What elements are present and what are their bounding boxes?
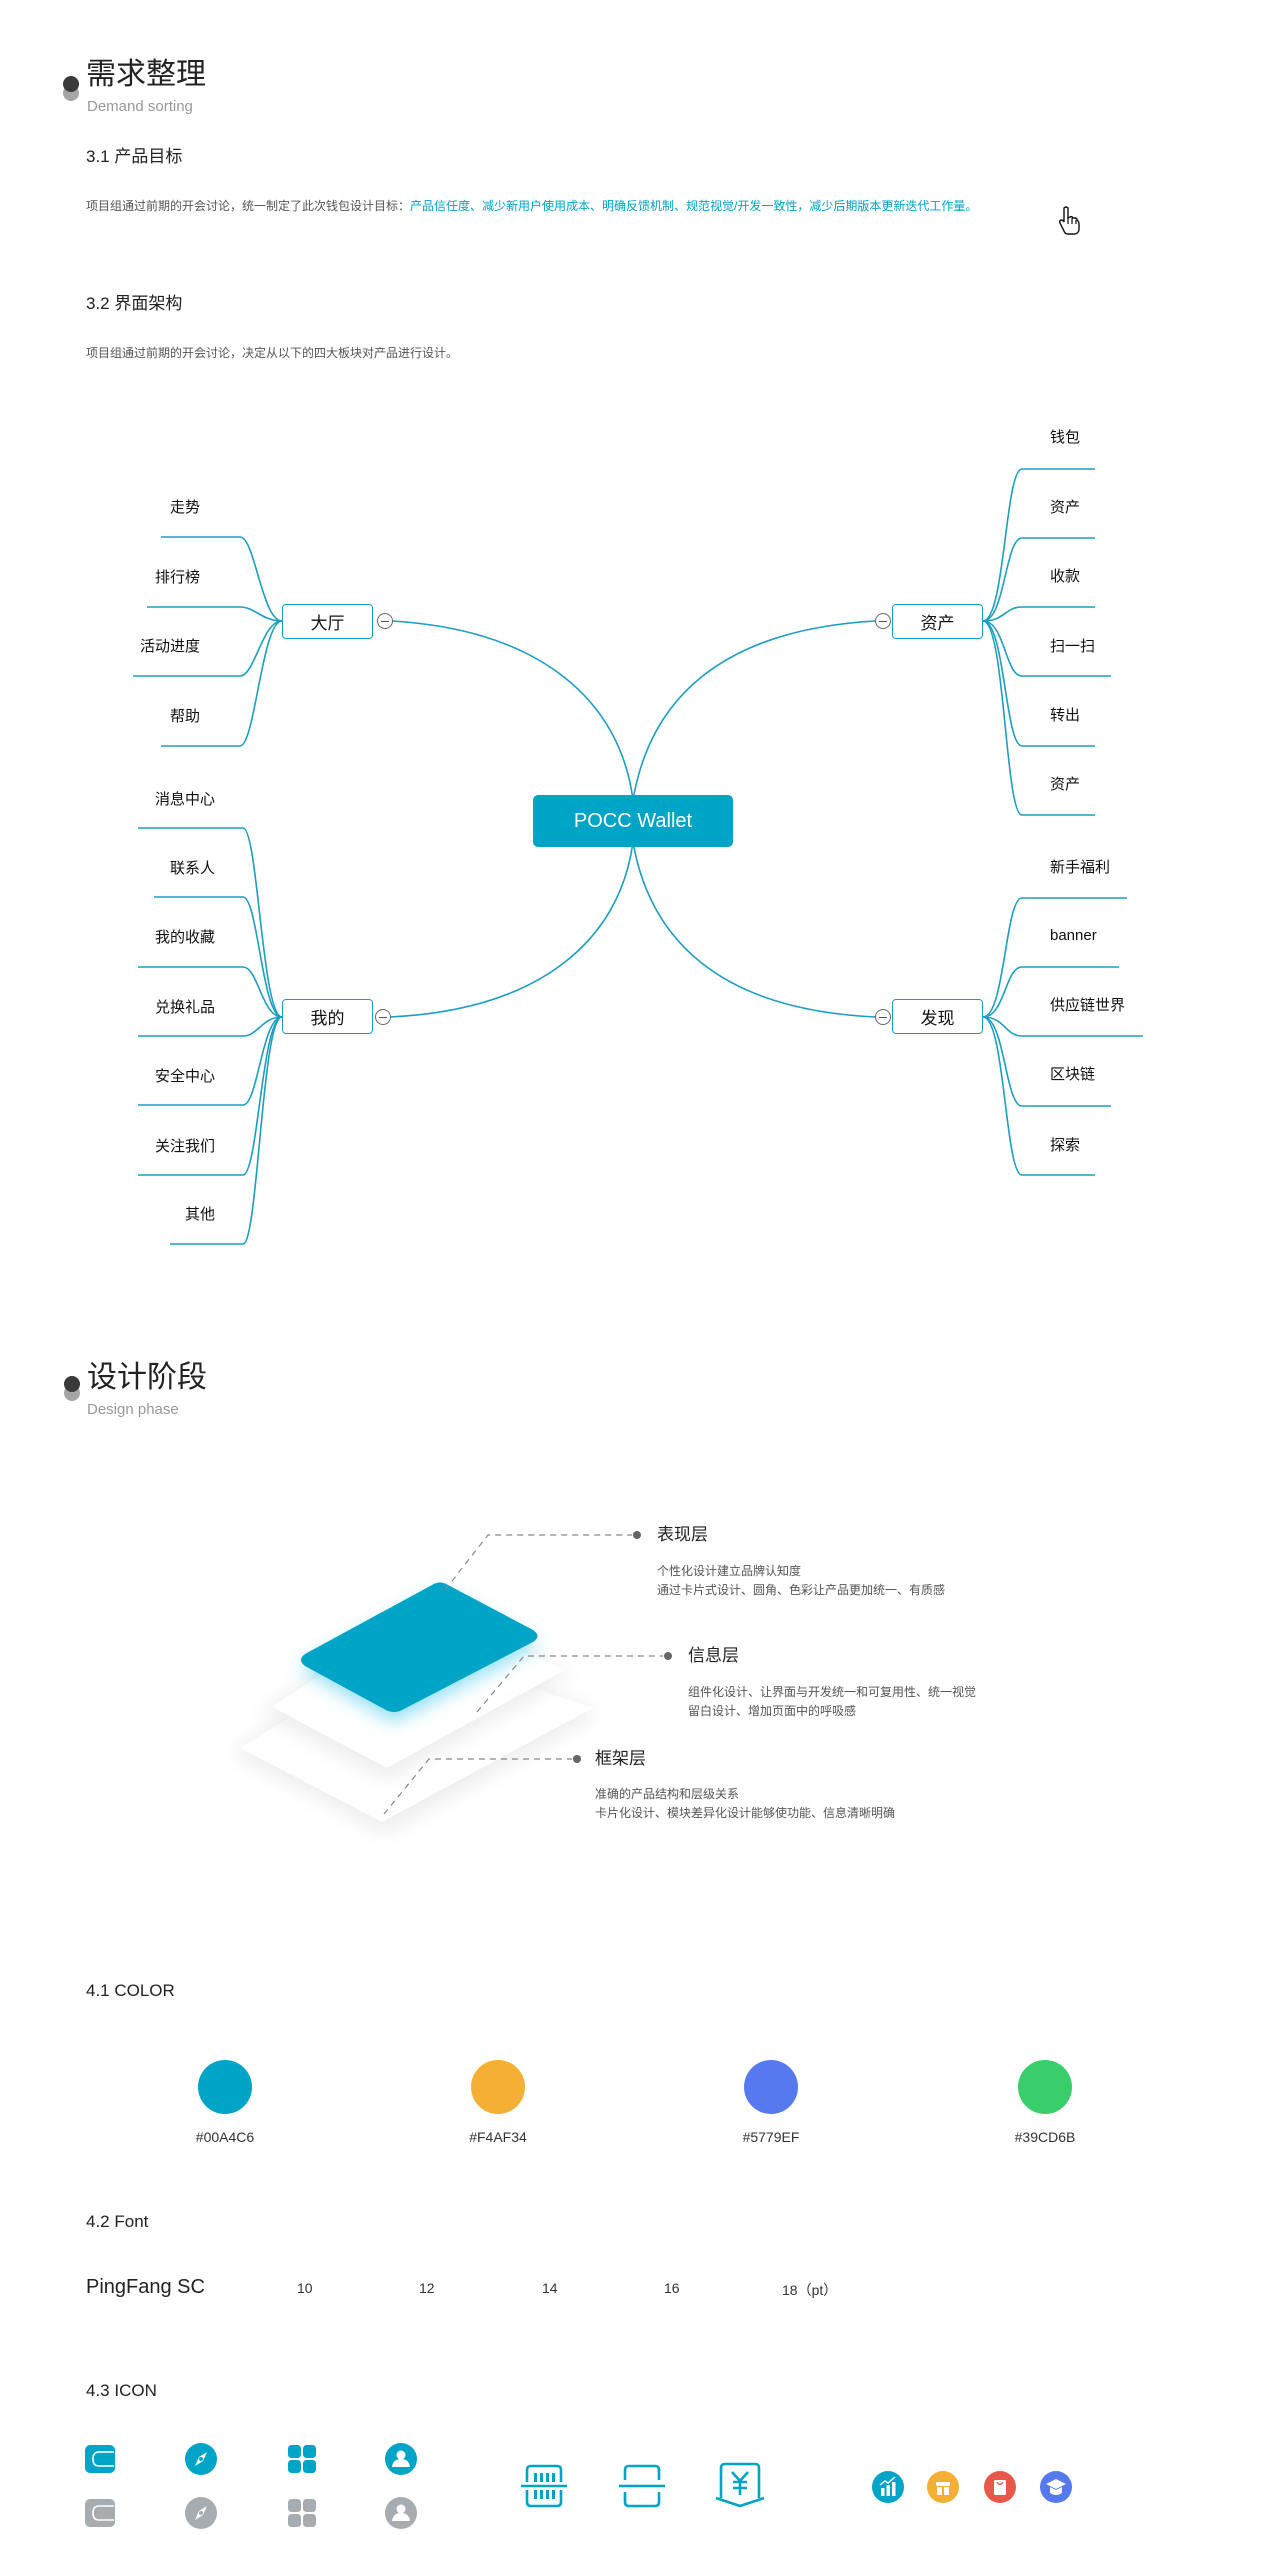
layer-desc-line: 准确的产品结构和层级关系 xyxy=(595,1787,740,1801)
font-size-14: 14 xyxy=(542,2280,558,2296)
layer-desc-line: 个性化设计建立品牌认知度 xyxy=(657,1564,802,1578)
compass-icon xyxy=(185,2497,217,2529)
branch-node-discover[interactable]: 发现 xyxy=(892,999,983,1034)
branch-node-lobby[interactable]: 大厅 xyxy=(282,604,373,639)
leaf-item[interactable]: 联系人 xyxy=(169,860,215,877)
section-bullet-icon xyxy=(63,76,79,92)
color-swatch-primary xyxy=(198,2060,252,2114)
heading-icon: 4.3 ICON xyxy=(86,2381,157,2400)
layer-desc-line: 组件化设计、让界面与开发统一和可复用性、统一视觉 xyxy=(688,1685,977,1699)
leaf-item[interactable]: 兑换礼品 xyxy=(154,999,215,1016)
yuan-receipt-icon xyxy=(715,2462,765,2508)
leaf-item[interactable]: 转出 xyxy=(1050,707,1081,724)
shopping-bag-icon xyxy=(984,2471,1016,2503)
section-bullet-icon xyxy=(64,1376,80,1392)
layer-title-information: 信息层 xyxy=(688,1646,739,1665)
layer-desc-line: 留白设计、增加页面中的呼吸感 xyxy=(688,1704,857,1718)
section-subtitle-design: Design phase xyxy=(87,1401,179,1418)
compass-icon xyxy=(185,2443,217,2475)
leaf-item[interactable]: 安全中心 xyxy=(154,1068,215,1085)
layer-desc-line: 卡片化设计、模块差异化设计能够使功能、信息清晰明确 xyxy=(595,1806,896,1820)
leaf-item[interactable]: 活动进度 xyxy=(139,638,200,655)
color-swatch-blue xyxy=(744,2060,798,2114)
collapse-toggle-icon[interactable] xyxy=(377,613,393,629)
product-goal-highlight[interactable]: 产品信任度、减少新用户使用成本、明确反馈机制、规范视觉/开发一致性，减少后期版本… xyxy=(410,199,978,213)
leaf-item[interactable]: 收款 xyxy=(1050,568,1081,585)
leaf-item[interactable]: 扫一扫 xyxy=(1050,638,1096,655)
product-goal-intro: 项目组通过前期的开会讨论，统一制定了此次钱包设计目标： xyxy=(86,199,411,213)
wallet-icon xyxy=(85,2445,115,2473)
product-goal-text: 项目组通过前期的开会讨论，统一制定了此次钱包设计目标：产品信任度、减少新用户使用… xyxy=(86,198,977,214)
leaf-item[interactable]: 供应链世界 xyxy=(1050,997,1126,1014)
heading-product-goal: 3.1 产品目标 xyxy=(86,147,183,166)
heading-font: 4.2 Font xyxy=(86,2212,149,2231)
leaf-item[interactable]: 我的收藏 xyxy=(154,929,215,946)
layer-title-framework: 框架层 xyxy=(595,1749,646,1768)
branch-node-assets[interactable]: 资产 xyxy=(892,604,983,639)
collapse-toggle-icon[interactable] xyxy=(375,1009,391,1025)
section-title-design: 设计阶段 xyxy=(87,1361,207,1394)
color-swatch-orange xyxy=(471,2060,525,2114)
layer-title-presentation: 表现层 xyxy=(657,1525,708,1544)
leaf-item[interactable]: 帮助 xyxy=(169,708,200,725)
hand-cursor-icon xyxy=(1058,206,1080,235)
heading-architecture: 3.2 界面架构 xyxy=(86,294,183,313)
leaf-item[interactable]: 其他 xyxy=(184,1206,215,1223)
grid-icon xyxy=(288,2445,316,2473)
font-size-16: 16 xyxy=(664,2280,680,2296)
architecture-intro: 项目组通过前期的开会讨论，决定从以下的四大板块对产品进行设计。 xyxy=(86,346,459,360)
scan-icon xyxy=(619,2464,665,2508)
color-hex-label: #00A4C6 xyxy=(195,2129,255,2145)
color-hex-label: #39CD6B xyxy=(1014,2129,1076,2145)
mindmap-center-node[interactable]: POCC Wallet xyxy=(533,795,733,847)
collapse-toggle-icon[interactable] xyxy=(875,613,891,629)
leaf-item[interactable]: 新手福利 xyxy=(1050,859,1111,876)
font-size-18: 18（pt） xyxy=(782,2282,838,2298)
leaf-item[interactable]: 排行榜 xyxy=(154,569,200,586)
collapse-toggle-icon[interactable] xyxy=(875,1009,891,1025)
user-icon xyxy=(385,2443,417,2475)
section-title-demand: 需求整理 xyxy=(86,58,206,91)
leaf-item[interactable]: 资产 xyxy=(1050,776,1081,793)
leaf-item[interactable]: 钱包 xyxy=(1050,429,1081,446)
font-size-12: 12 xyxy=(419,2280,435,2296)
grid-icon xyxy=(288,2499,316,2527)
leaf-item[interactable]: 探索 xyxy=(1050,1137,1081,1154)
gift-icon xyxy=(927,2471,959,2503)
barcode-scan-icon xyxy=(521,2464,567,2508)
leaf-item[interactable]: 走势 xyxy=(169,499,200,516)
leaf-item[interactable]: banner xyxy=(1050,927,1097,944)
color-swatch-green xyxy=(1018,2060,1072,2114)
font-family-name: PingFang SC xyxy=(86,2276,205,2298)
chart-icon xyxy=(872,2471,904,2503)
mindmap-connectors xyxy=(133,468,1143,1245)
wallet-icon xyxy=(85,2499,115,2527)
leaf-item[interactable]: 消息中心 xyxy=(154,791,215,808)
leaf-item[interactable]: 资产 xyxy=(1050,499,1081,516)
section-subtitle-demand: Demand sorting xyxy=(87,98,193,115)
leaf-item[interactable]: 区块链 xyxy=(1050,1066,1096,1083)
branch-node-mine[interactable]: 我的 xyxy=(282,999,373,1034)
layer-desc-line: 通过卡片式设计、圆角、色彩让产品更加统一、有质感 xyxy=(657,1583,946,1597)
heading-color: 4.1 COLOR xyxy=(86,1981,175,2000)
user-icon xyxy=(385,2497,417,2529)
leaf-item[interactable]: 关注我们 xyxy=(154,1138,215,1155)
graduation-cap-icon xyxy=(1040,2471,1072,2503)
font-size-10: 10 xyxy=(297,2280,313,2296)
color-hex-label: #5779EF xyxy=(742,2129,800,2145)
color-hex-label: #F4AF34 xyxy=(469,2129,527,2145)
